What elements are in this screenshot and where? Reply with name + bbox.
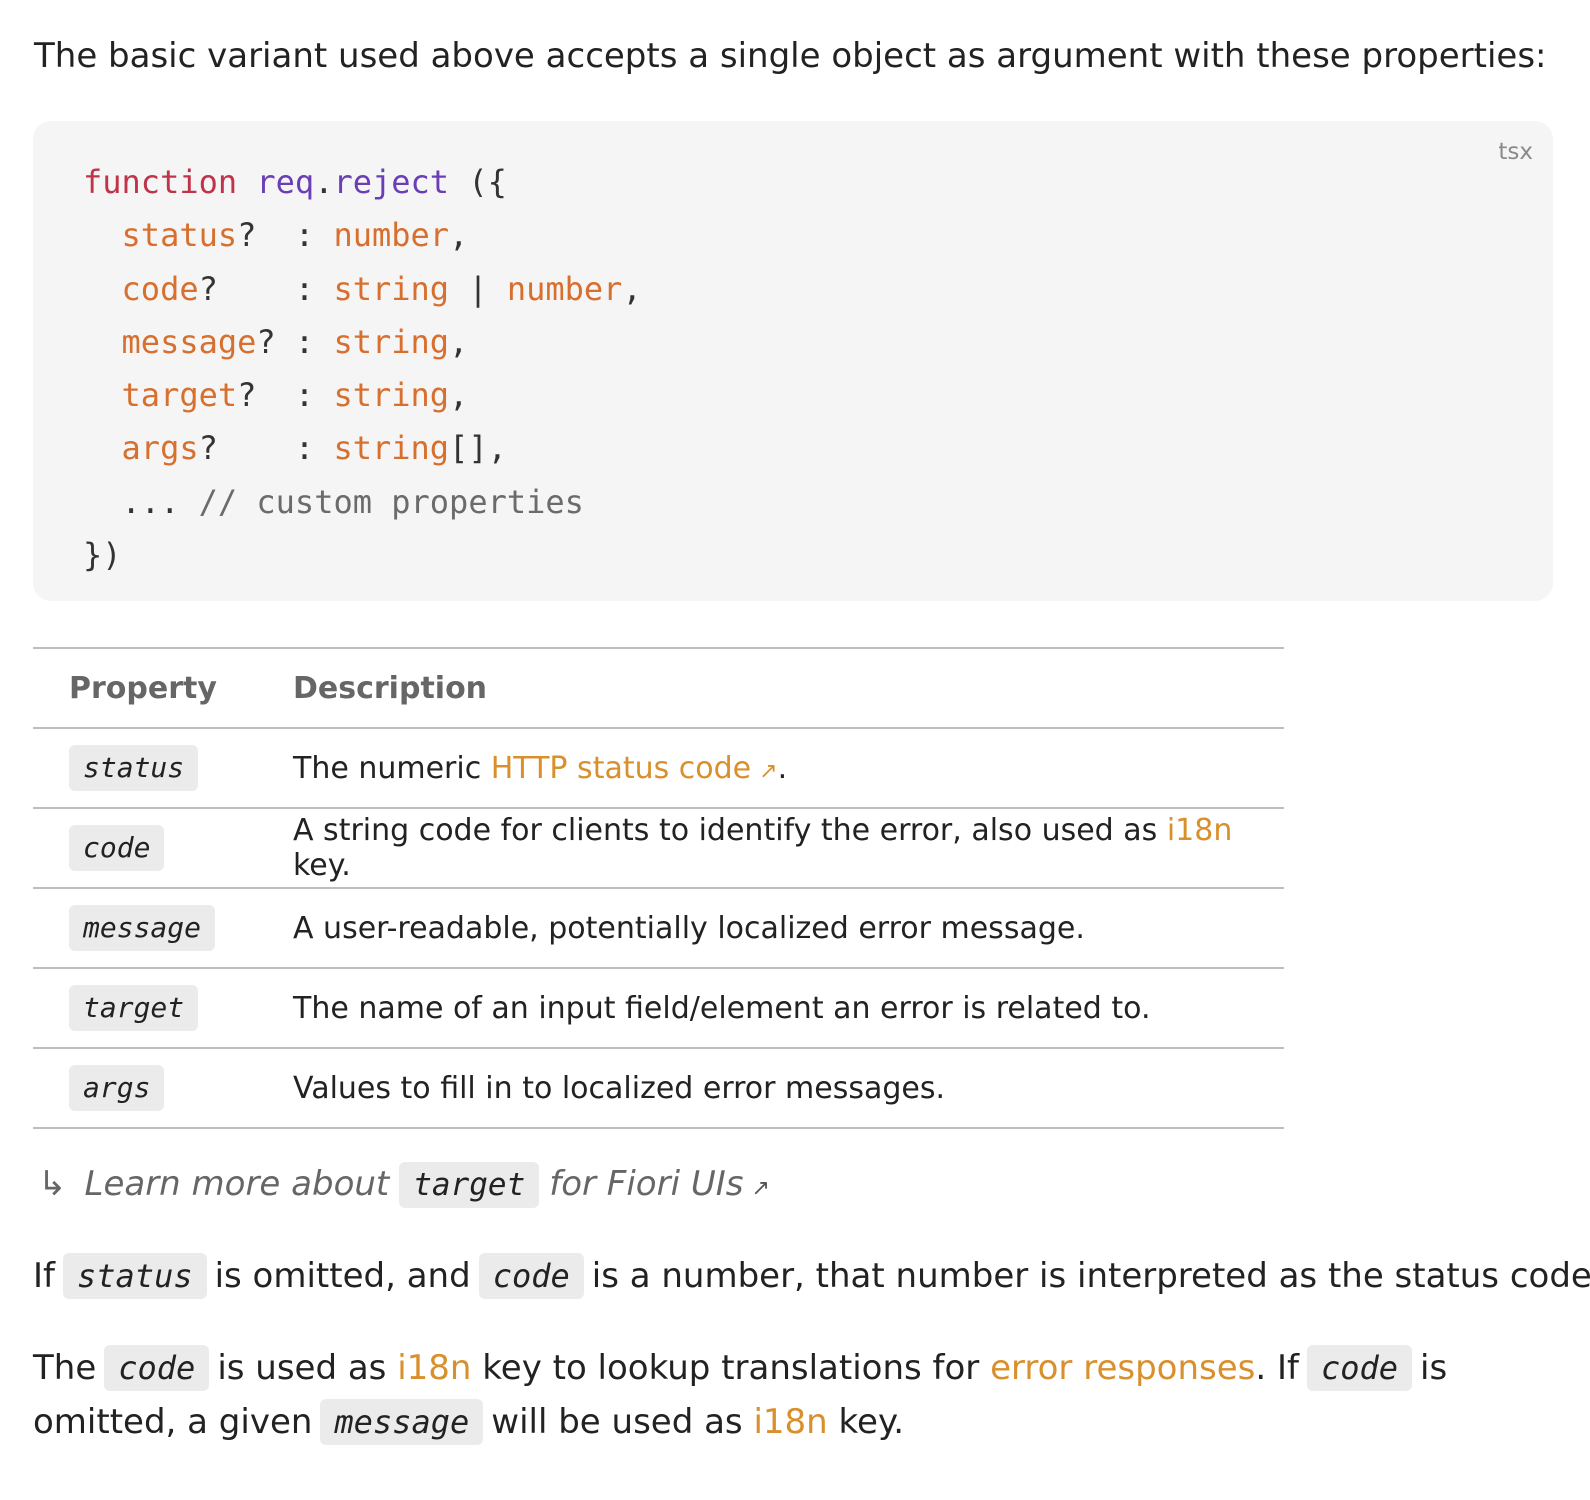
- properties-table: Property Description status The numeric …: [33, 647, 1284, 1129]
- table-row: args Values to fill in to localized erro…: [33, 1048, 1284, 1128]
- code-dot: .: [314, 163, 334, 201]
- code-field-name: status: [121, 216, 238, 255]
- code-open: ({: [449, 163, 507, 201]
- code-block: tsx function req.reject ({ status? : num…: [33, 121, 1553, 601]
- external-link-icon[interactable]: ↗: [759, 758, 778, 784]
- table-header-row: Property Description: [33, 648, 1284, 728]
- para-text: The: [33, 1348, 97, 1388]
- i18n-link[interactable]: i18n: [397, 1348, 472, 1388]
- code-field-name: code: [121, 269, 199, 308]
- table-row: target The name of an input field/elemen…: [33, 968, 1284, 1048]
- code-field-suffix: ? :: [237, 216, 334, 255]
- code-field-type: string: [333, 322, 450, 361]
- inline-code-code: code: [104, 1345, 210, 1391]
- code-line-field: target? : string,: [83, 369, 642, 422]
- code-field-end: ,: [622, 269, 642, 308]
- para-text: key to lookup translations for: [471, 1348, 991, 1388]
- code-method: reject: [333, 163, 450, 201]
- description-text: The numeric: [293, 750, 491, 786]
- table-row: message A user-readable, potentially loc…: [33, 888, 1284, 968]
- inline-code-message: message: [320, 1399, 484, 1445]
- table-header-description: Description: [293, 670, 488, 706]
- description-text-end: key.: [293, 848, 351, 883]
- code-line-close: }): [83, 529, 642, 582]
- code-field-suffix: ? :: [237, 376, 334, 415]
- intro-paragraph: The basic variant used above accepts a s…: [34, 36, 1547, 76]
- code-line-field: message? : string,: [83, 316, 642, 369]
- learn-more-code[interactable]: target: [399, 1162, 540, 1208]
- code-ellipsis: ...: [121, 482, 199, 521]
- code-keyword: function: [83, 163, 238, 201]
- table-header-property: Property: [69, 670, 217, 706]
- code-field-type-alt: number: [506, 269, 623, 308]
- error-responses-link[interactable]: error responses: [990, 1348, 1256, 1388]
- table-row: status The numeric HTTP status code ↗.: [33, 728, 1284, 808]
- table-row: code A string code for clients to identi…: [33, 808, 1284, 888]
- code-field-name: target: [121, 376, 238, 415]
- i18n-link[interactable]: i18n: [1166, 813, 1233, 848]
- code-field-type: string: [333, 429, 450, 468]
- code-content: function req.reject ({ status? : number,…: [83, 156, 642, 582]
- para-text: is a number, that number is interpreted …: [591, 1256, 1590, 1296]
- description-text: The name of an input field/element an er…: [293, 990, 1151, 1026]
- inline-code-status: status: [63, 1253, 207, 1299]
- description-text: A string code for clients to identify th…: [293, 813, 1167, 848]
- property-code: target: [69, 985, 199, 1031]
- property-code: status: [69, 745, 199, 791]
- property-code: message: [69, 905, 216, 951]
- code-field-type: number: [333, 216, 450, 255]
- code-line-field: code? : string | number,: [83, 263, 642, 316]
- code-field-end: ,: [449, 216, 469, 255]
- para-text: is used as: [217, 1348, 398, 1388]
- para-text: will be used as: [491, 1402, 754, 1442]
- external-link-icon[interactable]: ↗: [751, 1176, 770, 1201]
- para-text: is: [1420, 1348, 1448, 1388]
- code-line-rest: ... // custom properties: [83, 476, 642, 529]
- inline-code-code: code: [1306, 1345, 1413, 1391]
- code-line-field: status? : number,: [83, 209, 642, 262]
- description-text: A user-readable, potentially localized e…: [293, 910, 1085, 946]
- inline-code-code: code: [478, 1253, 584, 1299]
- code-field-end: ,: [449, 322, 469, 361]
- code-field-suffix: ? :: [198, 429, 334, 468]
- code-comment: // custom properties: [198, 482, 584, 521]
- code-field-name: args: [121, 429, 199, 468]
- para-text: key.: [827, 1402, 905, 1442]
- code-field-name: message: [121, 322, 257, 361]
- code-object: req: [256, 163, 315, 201]
- description-text: Values to fill in to localized error mes…: [293, 1070, 946, 1106]
- return-arrow-icon: ↳: [38, 1164, 67, 1204]
- code-line-field: args? : string[],: [83, 422, 642, 475]
- code-field-end: [],: [449, 429, 507, 468]
- property-code: code: [69, 825, 165, 871]
- i18n-link[interactable]: i18n: [753, 1402, 828, 1442]
- code-close: }): [83, 536, 122, 575]
- code-field-suffix: ? :: [198, 269, 334, 308]
- property-code: args: [69, 1065, 165, 1111]
- para-text: is omitted, and: [214, 1256, 471, 1296]
- code-field-union-sep: |: [449, 269, 507, 308]
- code-field-type: string: [333, 269, 450, 308]
- code-field-end: ,: [449, 376, 469, 415]
- code-language-label: tsx: [1498, 139, 1533, 165]
- code-line-signature: function req.reject ({: [83, 156, 642, 209]
- http-status-code-link[interactable]: HTTP status code: [490, 750, 752, 786]
- description-text-end: .: [777, 750, 788, 786]
- code-field-type: string: [333, 376, 450, 415]
- para-text: . If: [1255, 1348, 1299, 1388]
- code-field-suffix: ? :: [256, 322, 334, 361]
- learn-more-text-end[interactable]: for Fiori UIs: [549, 1164, 744, 1204]
- para-text: If: [33, 1256, 55, 1296]
- learn-more-text[interactable]: Learn more about: [84, 1164, 390, 1204]
- para-text: omitted, a given: [33, 1402, 313, 1442]
